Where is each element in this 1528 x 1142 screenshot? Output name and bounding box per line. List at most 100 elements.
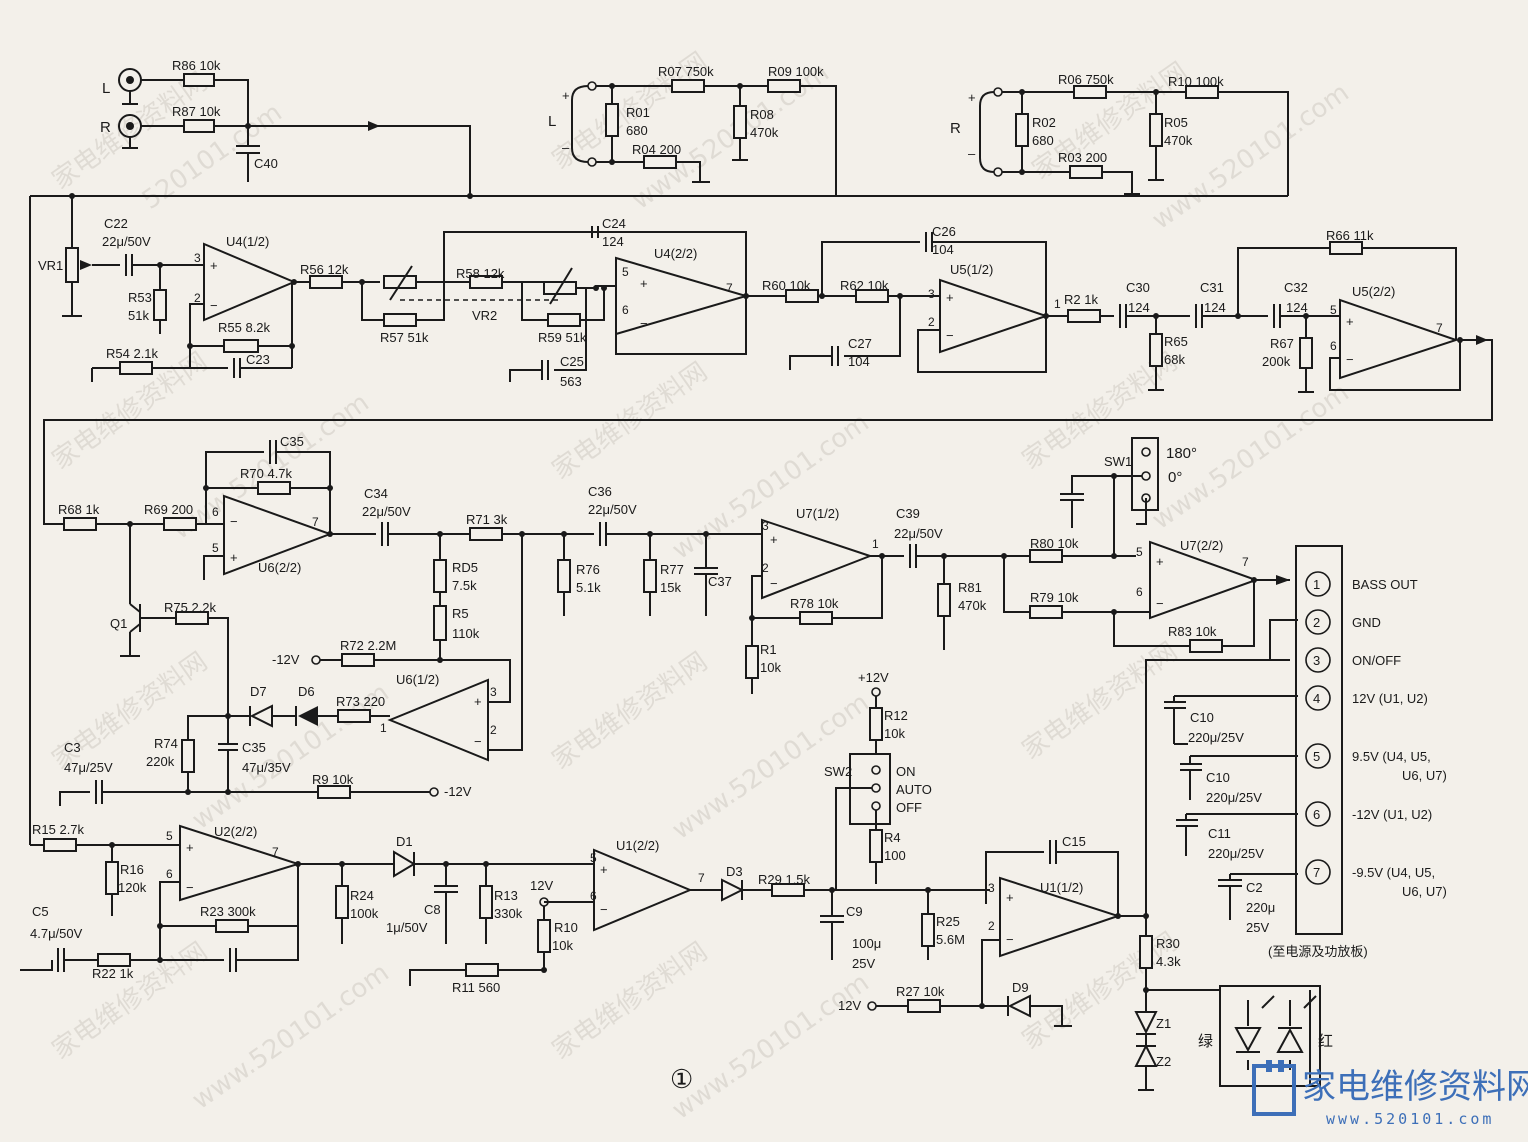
opamp-u1b	[593, 848, 693, 932]
svg-text:+: +	[562, 88, 570, 103]
svg-text:R83 10k: R83 10k	[1168, 624, 1217, 639]
svg-text:R9 10k: R9 10k	[312, 772, 354, 787]
logo-plug-icon	[1252, 1064, 1296, 1116]
svg-text:+: +	[186, 840, 194, 855]
resistor-r73	[337, 709, 371, 723]
resistor-r79	[1029, 605, 1063, 619]
opamp-u7a	[761, 518, 873, 600]
connector-note: (至电源及功放板)	[1268, 944, 1368, 959]
capacitor-c22	[92, 254, 204, 276]
resistor-r07	[671, 79, 705, 93]
svg-text:5.1k: 5.1k	[576, 580, 601, 595]
svg-text:R12: R12	[884, 708, 908, 723]
watermark-text: 家电维修资料网	[1017, 637, 1183, 766]
svg-text:U6(1/2): U6(1/2)	[396, 672, 439, 687]
resistor-r06	[1073, 85, 1107, 99]
svg-text:+: +	[1156, 554, 1164, 569]
svg-text:R74: R74	[154, 736, 178, 751]
switch-off-label: OFF	[896, 800, 922, 815]
resistor-r04	[643, 155, 677, 169]
led-red	[1276, 1027, 1304, 1053]
connector-pin-label: 9.5V (U4, U5,	[1352, 749, 1431, 764]
svg-text:7: 7	[1242, 555, 1249, 569]
rca-input-section: L R R86 10k R87 10k C40	[29, 58, 1288, 845]
r86-label: R86 10k	[172, 58, 221, 73]
svg-text:7: 7	[698, 871, 705, 885]
diode-d6	[298, 706, 318, 726]
svg-text:110k: 110k	[452, 626, 480, 641]
svg-text:124: 124	[1204, 300, 1226, 315]
resistor-r25	[921, 913, 935, 947]
svg-text:R68 1k: R68 1k	[58, 502, 100, 517]
watermark-url: www.520101.com	[667, 968, 875, 1126]
opamp-u5a	[939, 278, 1050, 354]
svg-text:6: 6	[212, 505, 219, 519]
svg-text:R07 750k: R07 750k	[658, 64, 714, 79]
svg-text:5: 5	[590, 851, 597, 865]
watermark-url: www.520101.com	[1147, 78, 1355, 236]
resistor-r30	[1139, 935, 1153, 969]
watermark-url: www.520101.com	[187, 958, 395, 1116]
resistor-r03	[1069, 165, 1103, 179]
connector-pin-number: 5	[1313, 749, 1320, 764]
c10b-value: 220μ/25V	[1206, 790, 1262, 805]
resistor-r70	[257, 481, 291, 495]
svg-text:Z1: Z1	[1156, 1016, 1171, 1031]
svg-text:25V: 25V	[852, 956, 875, 971]
capacitor-c3	[59, 780, 430, 806]
svg-text:R53: R53	[128, 290, 152, 305]
resistor-r57	[383, 313, 417, 327]
svg-text:U7(2/2): U7(2/2)	[1180, 538, 1223, 553]
svg-text:R75 2.2k: R75 2.2k	[164, 600, 217, 615]
svg-text:R70 4.7k: R70 4.7k	[240, 466, 293, 481]
svg-text:C25: C25	[560, 354, 584, 369]
svg-text:R30: R30	[1156, 936, 1180, 951]
svg-text:7: 7	[726, 281, 733, 295]
svg-text:−: −	[640, 316, 648, 331]
capacitor-c8	[434, 864, 458, 944]
svg-text:22μ/50V: 22μ/50V	[894, 526, 943, 541]
svg-text:470k: 470k	[1164, 133, 1193, 148]
speaker-input-right: + R – R06 750k R10 100k R02 680 R05 470k…	[950, 72, 1289, 196]
connector-pin-5	[1305, 743, 1331, 769]
svg-text:SW1: SW1	[1104, 454, 1132, 469]
resistor-r58	[469, 275, 503, 289]
svg-text:R69 200: R69 200	[144, 502, 193, 517]
resistor-r16	[105, 861, 119, 895]
phase-180-label: 180°	[1166, 445, 1197, 462]
svg-text:R05: R05	[1164, 115, 1188, 130]
svg-text:U4(1/2): U4(1/2)	[226, 234, 269, 249]
svg-text:+: +	[770, 532, 778, 547]
svg-text:2: 2	[928, 315, 935, 329]
svg-text:100: 100	[884, 848, 906, 863]
opamp-u4b	[615, 256, 750, 336]
svg-text:U4(2/2): U4(2/2)	[654, 246, 697, 261]
resistor-r4	[869, 829, 883, 863]
capacitor-c34	[330, 522, 540, 546]
resistor-r02	[1015, 113, 1029, 147]
resistor-r2	[1067, 309, 1101, 323]
c31-label: C31	[1200, 280, 1224, 295]
capacitor-c24	[591, 226, 599, 238]
svg-text:1: 1	[872, 537, 879, 551]
connector-pin-number: 4	[1313, 691, 1320, 706]
svg-text:R56 12k: R56 12k	[300, 262, 349, 277]
c32-label: C32	[1284, 280, 1308, 295]
opamp-u2b	[179, 824, 302, 902]
capacitor-c37	[694, 534, 718, 616]
resistor-r08	[733, 105, 747, 139]
svg-text:R13: R13	[494, 888, 518, 903]
svg-text:10k: 10k	[760, 660, 781, 675]
connector-pin-number: 6	[1313, 807, 1320, 822]
svg-text:3: 3	[928, 287, 935, 301]
svg-text:R10 100k: R10 100k	[1168, 74, 1224, 89]
svg-text:R27 10k: R27 10k	[896, 984, 945, 999]
resistor-r10	[537, 919, 551, 953]
svg-text:104: 104	[848, 354, 870, 369]
svg-text:R77: R77	[660, 562, 684, 577]
resistor-r65	[1149, 333, 1163, 367]
resistor-r5	[433, 605, 447, 641]
svg-text:C35: C35	[280, 434, 304, 449]
logo-url: www.520101.com	[1326, 1110, 1494, 1128]
